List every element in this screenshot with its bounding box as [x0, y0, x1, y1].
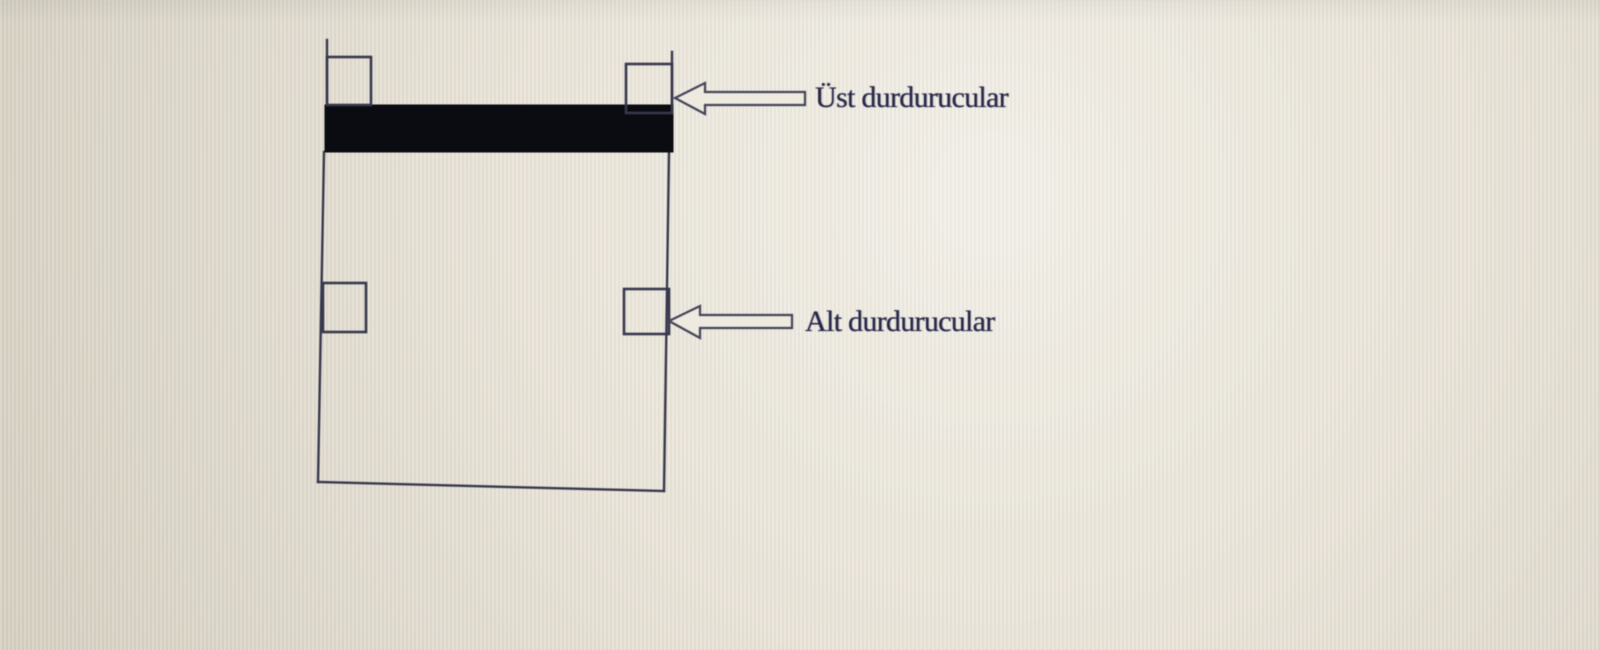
lower-left-stopper — [321, 281, 368, 334]
upper-left-stopper — [325, 55, 373, 107]
upper-right-stopper — [624, 62, 674, 115]
lower-right-stopper — [622, 287, 671, 336]
upper-label-arrow-shape — [672, 81, 807, 116]
upper-label-arrow — [672, 81, 807, 116]
lower-stoppers — [321, 281, 671, 336]
lower-label-arrow — [666, 304, 794, 340]
top-edge-shadow — [0, 0, 1600, 22]
frame-bottom-line — [316, 480, 666, 493]
lower-label-arrow-shape — [666, 304, 794, 340]
upper-stoppers-label: Üst durdurucular — [815, 81, 1009, 114]
moving-top-bar — [324, 104, 674, 153]
lower-stoppers-label: Alt durdurucular — [805, 305, 995, 338]
upper-stoppers — [325, 55, 674, 115]
